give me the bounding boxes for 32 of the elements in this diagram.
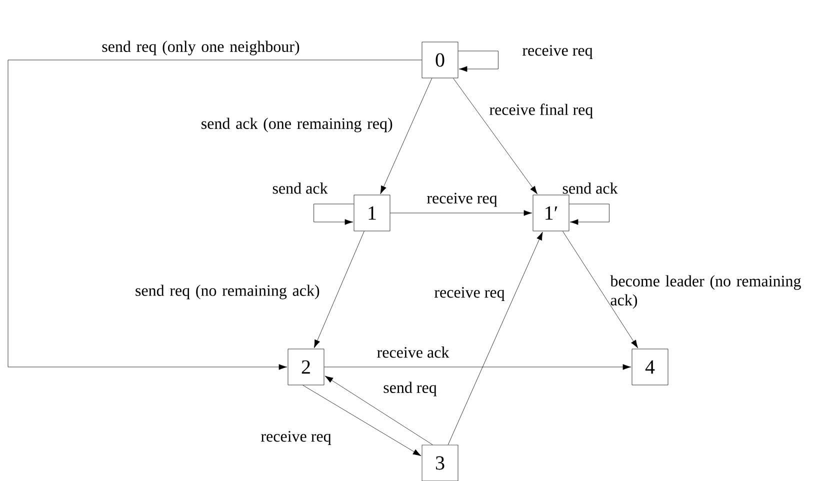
arrow — [314, 230, 364, 348]
edge-label: send req — [384, 382, 437, 396]
edge-label: send req (no remaining ack) — [136, 284, 320, 300]
arrow — [324, 376, 433, 445]
state-box: 1′ — [532, 194, 570, 232]
edge-label: send req (only one neighbour) — [102, 40, 300, 56]
arrow — [302, 384, 422, 456]
state-box: 1 — [354, 194, 390, 232]
arrow — [569, 204, 610, 225]
edge-label: send ack (one remaining req) — [202, 118, 392, 132]
arrow — [314, 204, 354, 225]
edge-label: send ack — [562, 182, 618, 194]
arrow — [458, 50, 498, 72]
arrow — [448, 232, 543, 445]
edge-label: receive req — [427, 192, 498, 207]
edge-label: become leader (no remaining ack) — [610, 275, 801, 309]
arrow — [562, 230, 638, 348]
edge-label: receive req — [434, 287, 505, 301]
arrow — [8, 60, 422, 370]
edge-label: receive ack — [377, 346, 450, 358]
state-box: 2 — [288, 348, 324, 386]
edge-label: receive final req — [490, 104, 593, 118]
arrow — [324, 364, 632, 370]
state-box: 4 — [632, 348, 668, 386]
arrow — [380, 78, 432, 194]
state-box: 3 — [422, 444, 458, 481]
arrow — [453, 78, 538, 194]
edge-label: receive req — [522, 45, 593, 59]
arrow — [390, 210, 532, 216]
edge-label: receive req — [261, 431, 332, 445]
edge-label: send ack — [272, 182, 328, 194]
state-box: 0 — [422, 42, 458, 78]
